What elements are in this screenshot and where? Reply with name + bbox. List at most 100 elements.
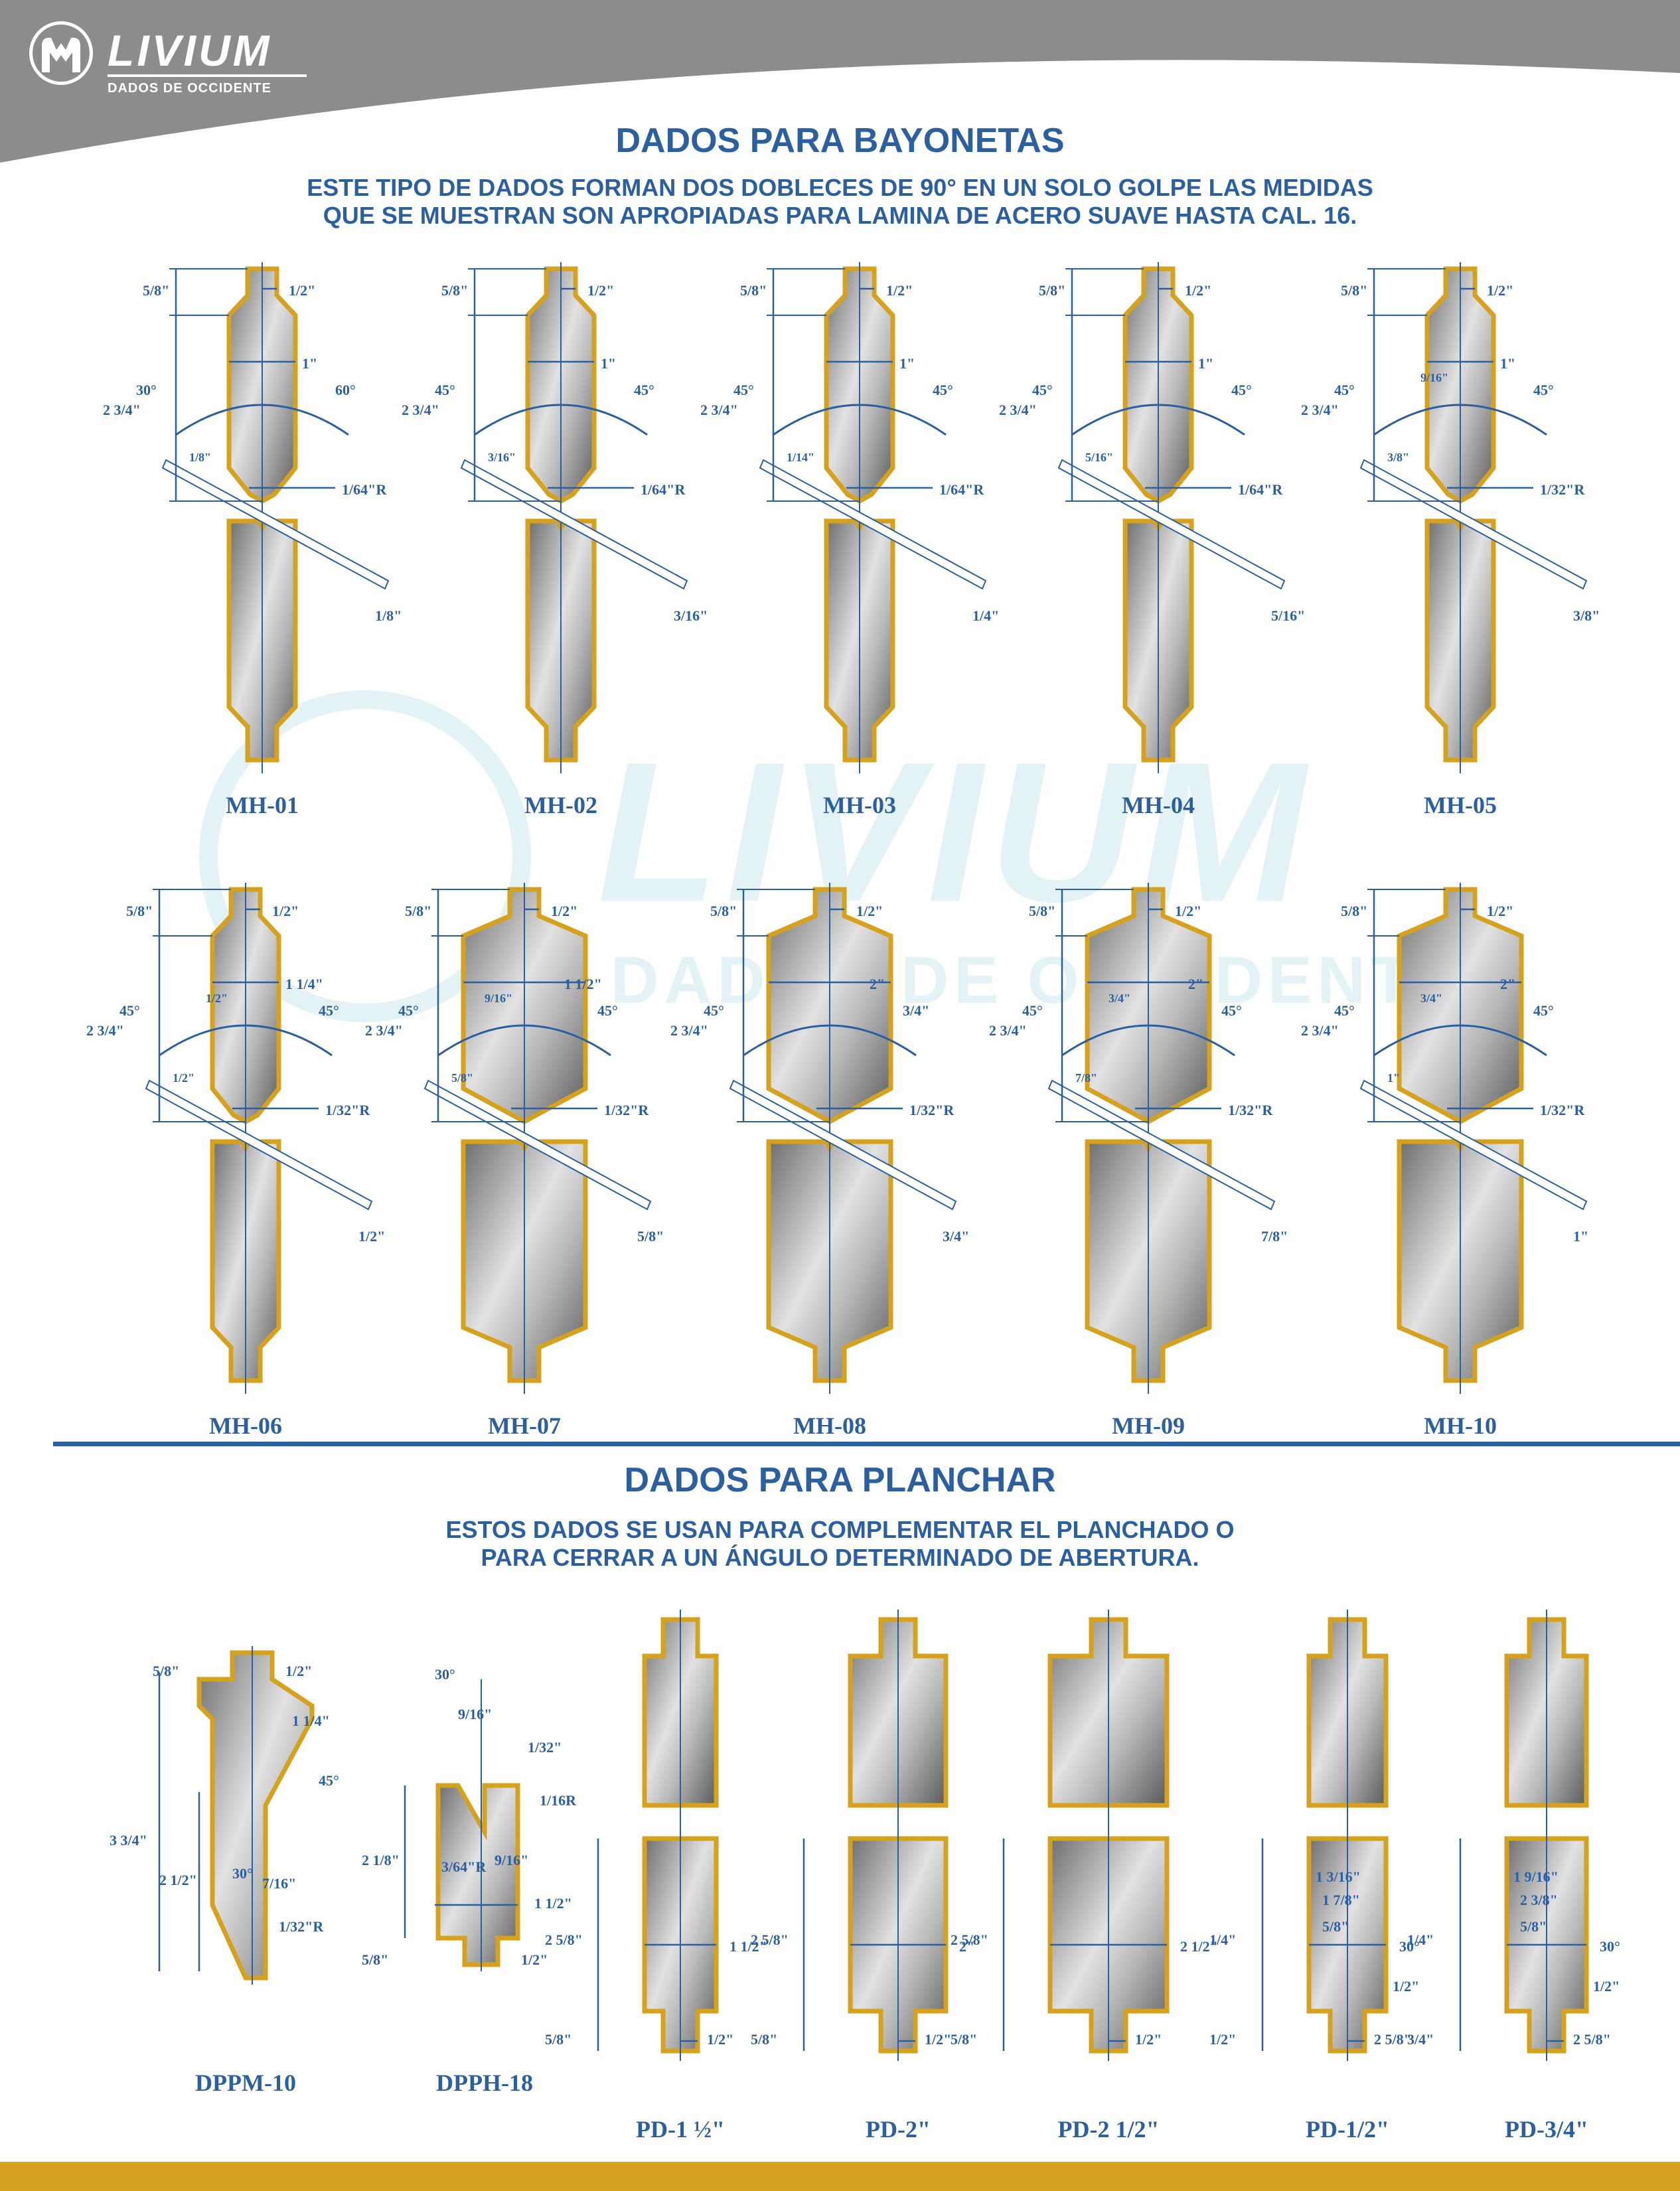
radius-label: 1/32"R (1540, 1102, 1585, 1118)
dim-label: 30° (1600, 1938, 1620, 1955)
angle-label: 45° (1032, 382, 1053, 398)
brand-logo[interactable]: LIVIUM DADOS DE OCCIDENTE (29, 21, 321, 101)
dim-label: 5/8" (1520, 1918, 1547, 1935)
sheet-thickness-label: 3/8" (1573, 607, 1600, 624)
dim-label: 1/2" (1393, 1978, 1419, 1995)
logo-tagline: DADOS DE OCCIDENTE (108, 81, 271, 96)
angle-label: 45° (933, 382, 953, 398)
radius-label: 1/64"R (1238, 481, 1283, 498)
angle-label: 45° (119, 1002, 140, 1019)
radius-label: 1/32"R (909, 1102, 955, 1118)
sheet-thickness-label: 3/4" (943, 1228, 969, 1245)
logo-wordmark: LIVIUM (108, 26, 272, 75)
angle-arc (1373, 1024, 1547, 1057)
section-subtitle-2-line-1: ESTOS DADOS SE USAN PARA COMPLEMENTAR EL… (445, 1516, 1235, 1543)
angle-arc (773, 404, 947, 436)
radius-label: 1/64"R (939, 481, 984, 498)
angle-label: 45° (1231, 382, 1252, 398)
dim-label: 45° (319, 1772, 339, 1789)
dim-label: 5/8" (545, 2031, 572, 2048)
upper-punch (196, 1650, 315, 1981)
sheet-metal (145, 1079, 373, 1211)
dim-label: 1/2" (1185, 282, 1211, 299)
radius-label: 1/32"R (1228, 1102, 1273, 1118)
die-mh-07: 5/8"1/2"1 1/2"9/16"2 3/4"45°45°5/8"1/32"… (365, 883, 664, 1439)
dim-label: 1/2" (1175, 903, 1201, 919)
die-code-label: PD-2 1/2" (1058, 2116, 1160, 2143)
dim-label: 1/2" (1487, 282, 1513, 299)
dim-label: 9/16" (458, 1706, 492, 1722)
dim-label: 30° (435, 1666, 455, 1683)
logo-mark-icon (29, 21, 93, 85)
die-mh-10: 5/8"1/2"2"3/4"2 3/4"45°45°1"1/32"R1"MH-1… (1301, 883, 1588, 1439)
dim-label: 5/8" (1341, 903, 1367, 919)
dim-label: 1" (1198, 355, 1213, 372)
dim-label: 2" (870, 976, 885, 992)
dim-label: 2" (1500, 976, 1515, 992)
dim-label: 1/8" (189, 451, 211, 464)
dim-label: 3/64"R (441, 1858, 487, 1875)
die-code-label: MH-04 (1122, 792, 1195, 818)
dim-label: 5/8" (441, 282, 468, 299)
dim-label: 5/8" (143, 282, 169, 299)
dim-label: 1/2" (856, 903, 883, 919)
dim-label: 2 3/4" (103, 402, 141, 418)
watermark-tagline: DADOS DE OCCIDENTE (611, 943, 1466, 1018)
dim-label: 1/2" (285, 1663, 312, 1679)
die-code-label: MH-03 (823, 792, 896, 818)
die-mh-04: 5/8"1/2"1"2 3/4"45°45°5/16"1/64"R5/16"MH… (999, 262, 1305, 818)
dim-label: 2" (1188, 976, 1203, 992)
sheet-thickness-label: 1/2" (358, 1228, 385, 1245)
dim-label: 2 3/4" (1301, 1022, 1339, 1039)
angle-label: 45° (398, 1002, 419, 1019)
angle-arc (1061, 1024, 1235, 1057)
dim-label: 1" (1387, 1071, 1400, 1085)
dim-label: 3/4" (1108, 992, 1130, 1005)
dim-label: 1 1/2" (729, 1938, 767, 1955)
dim-label: 1/2" (206, 992, 228, 1005)
sheet-metal (729, 1079, 957, 1211)
radius-label: 1/32"R (1540, 481, 1585, 498)
sheet-metal (759, 459, 987, 590)
angle-label: 45° (733, 382, 754, 398)
dim-label: 2 3/4" (999, 402, 1037, 418)
dim-label: 3 3/4" (110, 1832, 147, 1849)
die-code-label: MH-08 (793, 1412, 866, 1439)
die-pd-3-4-: 1/4"30°3/4"2 5/8"1 9/16"2 3/8"5/8"1/2"PD… (1407, 1610, 1620, 2143)
die-code-label: DPPH-18 (436, 2070, 533, 2096)
sheet-metal (161, 459, 390, 590)
dim-label: 5/8" (451, 1071, 473, 1085)
dim-label: 3/16" (488, 451, 516, 464)
watermark-wordmark: LIVIUM (597, 720, 1312, 943)
angle-label: 45° (1533, 382, 1554, 398)
dim-label: 5/8" (751, 2031, 777, 2048)
die-code-label: MH-09 (1112, 1412, 1185, 1439)
dim-label: 1/4" (1209, 1931, 1236, 1948)
angle-label: 45° (319, 1002, 339, 1019)
dim-label: 1" (1500, 355, 1515, 372)
dim-label: 2 5/8" (751, 1931, 789, 1948)
dim-label: 5/8" (710, 903, 737, 919)
logo-underline (108, 74, 307, 77)
dim-label: 9/16" (485, 992, 512, 1005)
dim-label: 2" (959, 1938, 974, 1955)
dim-label: 7/16" (262, 1875, 296, 1892)
angle-label: 30° (136, 382, 157, 398)
die-pd-2-1-2-: 2 5/8"2 1/2"5/8"1/2"PD-2 1/2" (951, 1610, 1218, 2143)
die-code-label: MH-02 (524, 792, 597, 818)
footer-bar (0, 2162, 1680, 2191)
dim-label: 1/2" (925, 2031, 951, 2048)
dim-label: 5/16" (1085, 451, 1113, 464)
die-code-label: PD-3/4" (1505, 2116, 1588, 2143)
dim-label: 2 1/2" (159, 1872, 197, 1888)
angle-arc (474, 404, 648, 436)
angle-label: 45° (1022, 1002, 1043, 1019)
sheet-metal (1359, 459, 1588, 590)
angle-arc (437, 1024, 611, 1057)
section-subtitle-2-line-2: PARA CERRAR A UN ÁNGULO DETERMINADO DE A… (481, 1544, 1199, 1571)
angle-label: 45° (435, 382, 455, 398)
dim-label: 5/8" (1322, 1918, 1349, 1935)
die-mh-08: 5/8"1/2"2"2 3/4"45°3/4"1/32"R3/4"MH-08 (670, 883, 969, 1439)
dim-label: 1/2" (521, 1951, 548, 1968)
